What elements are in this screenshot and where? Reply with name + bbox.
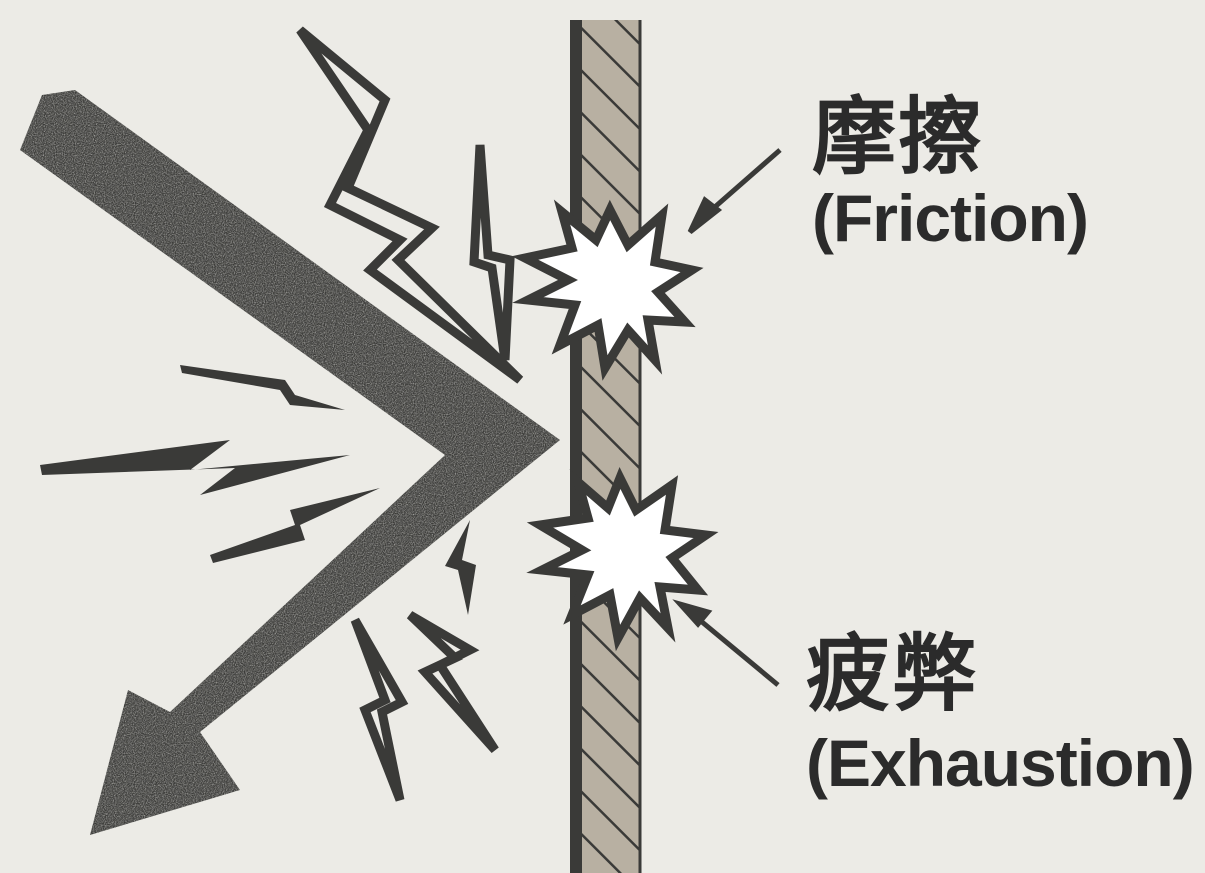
pointer-arrow-icon — [690, 150, 780, 232]
hatched-wall-icon — [576, 20, 640, 873]
pointer-arrow-icon — [680, 604, 778, 685]
exhaustion-english-label: (Exhaustion) — [806, 730, 1194, 796]
exhaustion-kanji-label: 疲弊 — [806, 632, 978, 716]
friction-kanji-label: 摩擦 — [812, 95, 984, 179]
friction-english-label: (Friction) — [812, 185, 1088, 251]
